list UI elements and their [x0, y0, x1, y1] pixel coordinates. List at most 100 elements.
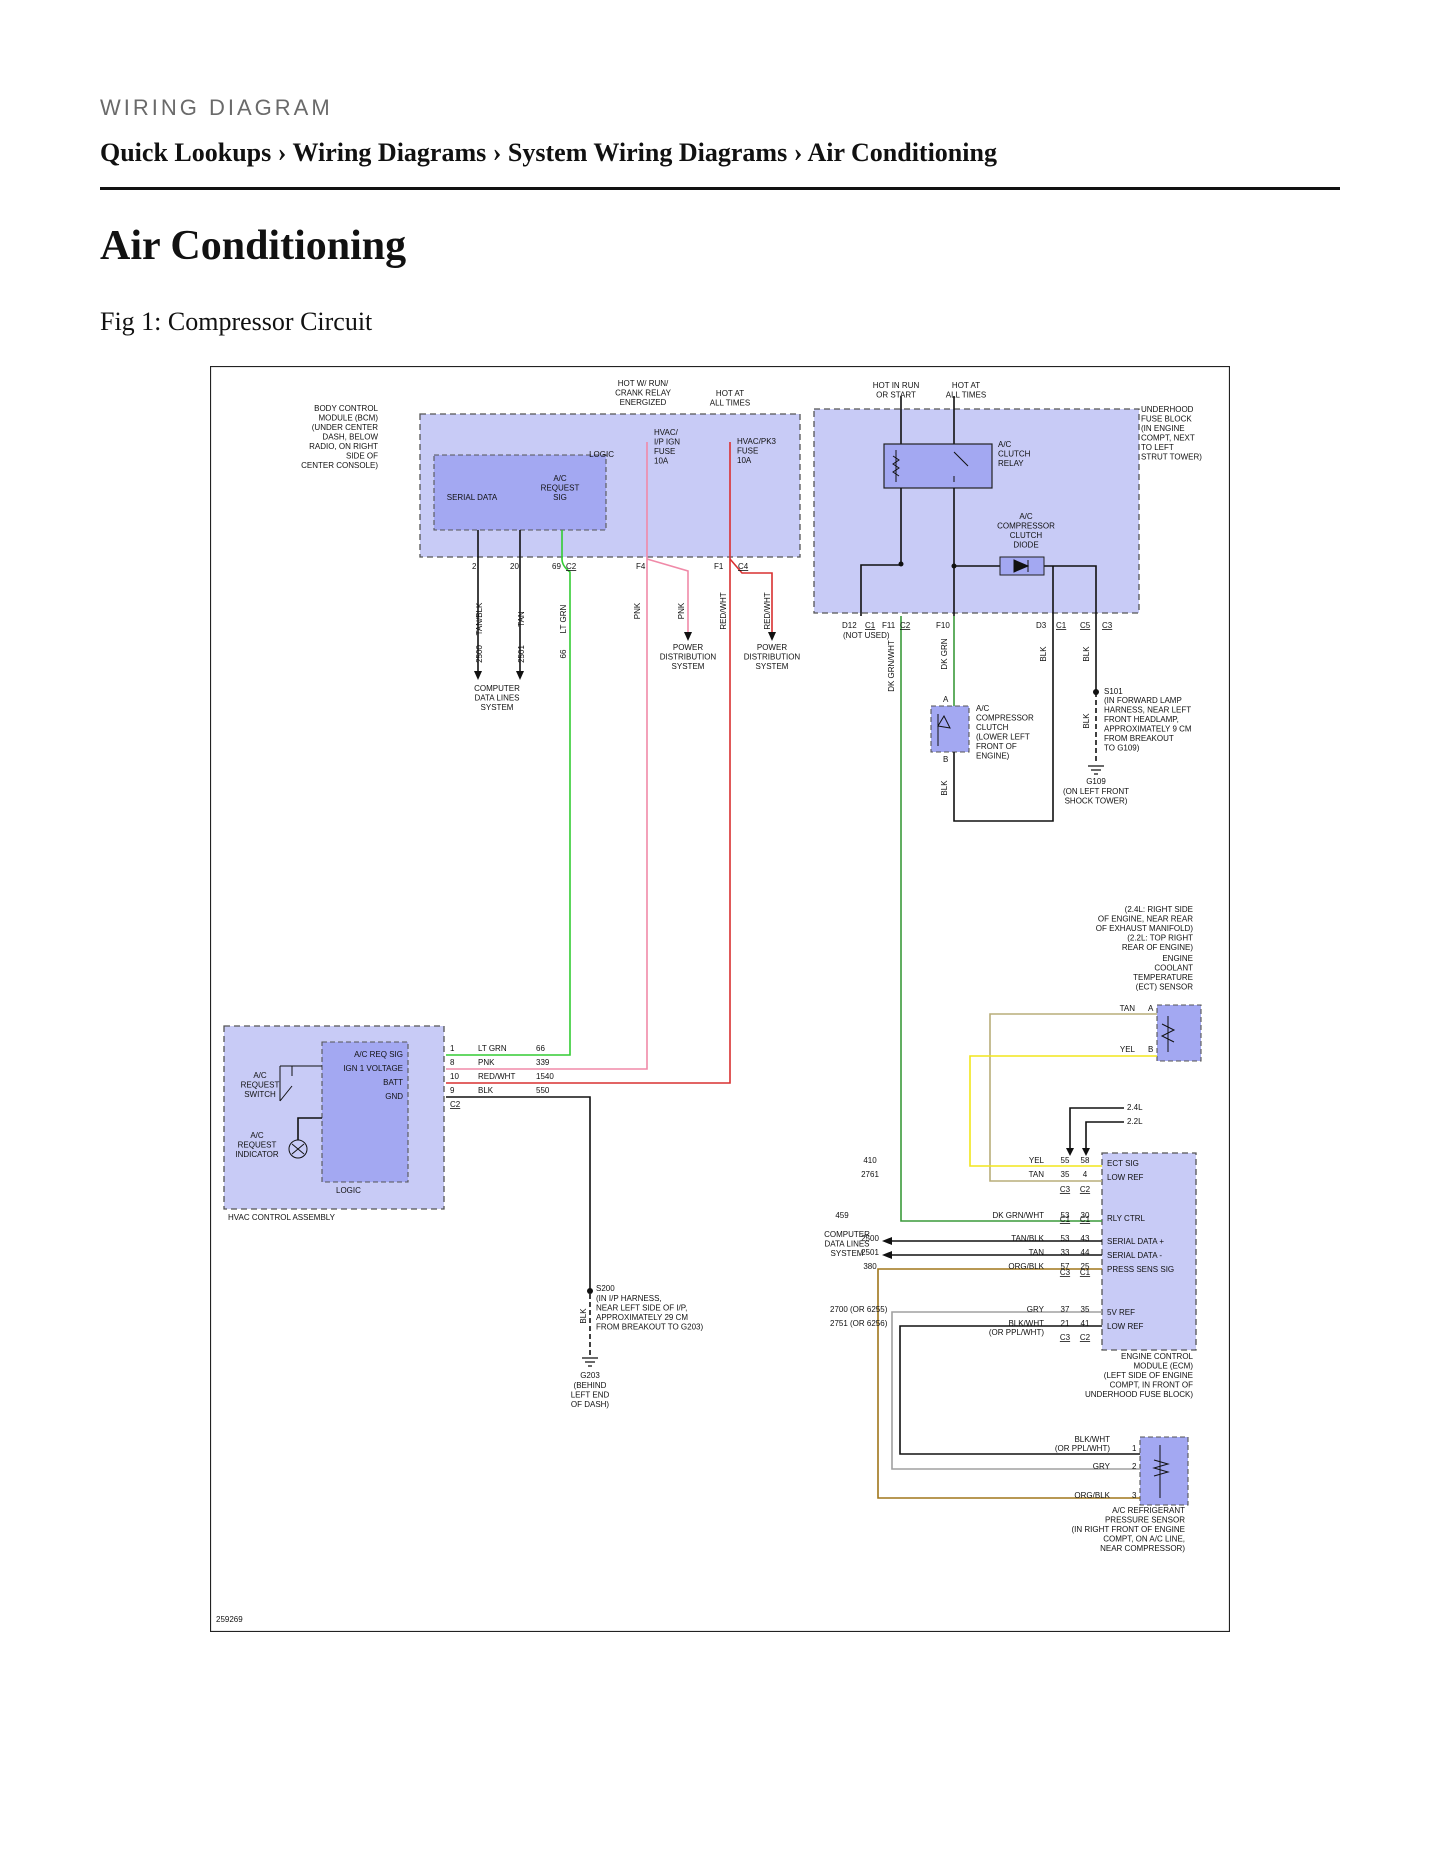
- hvac-signal-label: A/C REQ SIG: [354, 1050, 403, 1059]
- ecm-wire-color-label: BLK/WHT: [1008, 1319, 1044, 1328]
- wire-blk-550: [446, 1096, 591, 1286]
- page-title: Air Conditioning: [100, 223, 407, 269]
- bcm-wire-color-label: TAN: [517, 611, 526, 627]
- ecm-wire-color-label: TAN: [1029, 1248, 1045, 1257]
- bcm-ac-request-sig-label: A/C: [553, 474, 567, 483]
- bcm-ac-request-sig-label: SIG: [553, 493, 567, 502]
- hot-all-times-label: HOT AT: [952, 381, 980, 390]
- ect-pin-b-label: B: [1148, 1045, 1153, 1054]
- s200-label: S200: [596, 1284, 615, 1293]
- s101-desc-label: FRONT HEADLAMP,: [1104, 715, 1179, 724]
- ecm-pin-label: 55: [1061, 1156, 1070, 1165]
- ect-wire-a-label: TAN: [1120, 1004, 1136, 1013]
- underhood-pin-label: D3: [1036, 621, 1047, 630]
- ecm-signal-label: LOW REF: [1107, 1173, 1144, 1182]
- ecm-signal-label: ECT SIG: [1107, 1159, 1139, 1168]
- engine-24l-label: 2.4L: [1127, 1103, 1143, 1112]
- power-distribution-label: POWER: [673, 643, 703, 652]
- ac-clutch-relay-label: A/C: [998, 440, 1012, 449]
- bcm-pin-label: 2: [472, 562, 477, 571]
- indicator-lamp-icon: [291, 1143, 305, 1155]
- wire-diode: [954, 565, 1097, 616]
- wire-dk-grn-wht-label: DK GRN/WHT: [887, 640, 896, 692]
- computer-data-lines-label: SYSTEM: [481, 703, 514, 712]
- ecm-title: COMPT, IN FRONT OF: [1110, 1381, 1194, 1390]
- ecm-title: UNDERHOOD FUSE BLOCK): [1085, 1390, 1193, 1399]
- ecm-pin-label: 44: [1081, 1248, 1090, 1257]
- ect-sensor-box: [1156, 1004, 1202, 1062]
- s101-label: S101: [1104, 687, 1123, 696]
- breadcrumb-system-wiring-diagrams[interactable]: System Wiring Diagrams: [507, 138, 788, 167]
- wire-relay-feed: [900, 396, 955, 444]
- underhood-pin-label: C3: [1102, 621, 1113, 630]
- breadcrumb-separator: ›: [793, 138, 803, 167]
- wire-d12: [860, 564, 901, 616]
- clutch-diode-label: COMPRESSOR: [997, 522, 1055, 531]
- clutch-pin-a-label: A: [943, 695, 949, 704]
- ecm-circuit-label: 380: [863, 1262, 877, 1271]
- fuse-hvac-pk3-label: 10A: [737, 456, 752, 465]
- bcm-pin-label: F1: [714, 562, 724, 571]
- ecm-connector-label: C3: [1060, 1333, 1071, 1342]
- underhood-fuse-block-title: TO LEFT: [1141, 443, 1174, 452]
- hvac-wire-color-label: BLK: [478, 1086, 494, 1095]
- ect-location-label: REAR OF ENGINE): [1122, 943, 1193, 952]
- breadcrumb-separator: ›: [492, 138, 502, 167]
- junction-dot: [951, 563, 957, 569]
- breadcrumb-wiring-diagrams[interactable]: Wiring Diagrams: [292, 138, 487, 167]
- breadcrumb-quick-lookups[interactable]: Quick Lookups: [100, 138, 272, 167]
- ecm-computer-data-lines-label: SYSTEM: [831, 1249, 864, 1258]
- ground-icon: [1088, 765, 1104, 775]
- hvac-pin-label: 1: [450, 1044, 455, 1053]
- diagram-id: 259269: [216, 1615, 243, 1624]
- clutch-pin-b-label: B: [943, 755, 948, 764]
- ecm-pin-label: 33: [1061, 1248, 1070, 1257]
- hvac-circuit-label: 339: [536, 1058, 550, 1067]
- ac-clutch-relay-label: RELAY: [998, 459, 1024, 468]
- ecm-wire-color-label: YEL: [1029, 1156, 1045, 1165]
- g109-desc-label: (ON LEFT FRONT: [1063, 787, 1129, 796]
- pressure-sensor-box: [1139, 1436, 1189, 1506]
- s200-desc-label: NEAR LEFT SIDE OF I/P,: [596, 1304, 687, 1313]
- breadcrumb-air-conditioning[interactable]: Air Conditioning: [807, 138, 997, 167]
- hvac-circuit-label: 66: [536, 1044, 545, 1053]
- bcm-pin-label: 20: [510, 562, 519, 571]
- fuse-hvac-ip-ign-label: HVAC/: [654, 428, 679, 437]
- arrow-icon: [516, 671, 524, 680]
- ect-location-label: OF ENGINE, NEAR REAR: [1098, 915, 1193, 924]
- bcm-serial-data-label: SERIAL DATA: [447, 493, 498, 502]
- bcm-title: CENTER CONSOLE): [301, 461, 378, 470]
- bcm-wire-color-label: PNK: [633, 602, 642, 619]
- ecm-connector-label: C3: [1060, 1268, 1071, 1277]
- bcm-wire-color-label: RED/WHT: [719, 592, 728, 629]
- section-label: WIRING DIAGRAM: [100, 95, 333, 120]
- ect-location-label: OF EXHAUST MANIFOLD): [1096, 924, 1194, 933]
- wire-blk-label: BLK: [1039, 646, 1048, 662]
- pressure-sensor-icon: [1152, 1445, 1170, 1498]
- bcm-wire-color-label: RED/WHT: [763, 592, 772, 629]
- ecm-signal-label: SERIAL DATA +: [1107, 1237, 1164, 1246]
- underhood-fuse-block-title: (IN ENGINE: [1141, 424, 1185, 433]
- power-distribution-label: POWER: [757, 643, 787, 652]
- fuse-hvac-ip-ign-label: I/P IGN: [654, 438, 680, 447]
- ecm-pin-label: 35: [1081, 1305, 1090, 1314]
- ecm-circuit-label: 2700 (OR 6255): [830, 1305, 888, 1314]
- clutch-diode-label: A/C: [1019, 512, 1033, 521]
- power-distribution-label: SYSTEM: [672, 662, 705, 671]
- ecm-circuit-label: 2500: [861, 1234, 879, 1243]
- bcm-title: (UNDER CENTER: [312, 423, 378, 432]
- g203-desc-label: LEFT END: [571, 1391, 610, 1400]
- underhood-pin-label: C5: [1080, 621, 1091, 630]
- bcm-ac-request-sig-label: REQUEST: [541, 484, 580, 493]
- compressor-clutch-label: CLUTCH: [976, 723, 1009, 732]
- relay-coil-icon: [892, 450, 900, 482]
- ecm-wire-color-label: ORG/BLK: [1008, 1262, 1044, 1271]
- junction-dot: [898, 561, 904, 567]
- computer-data-lines-label: DATA LINES: [474, 694, 519, 703]
- fuse-hvac-ip-ign-label: FUSE: [654, 447, 675, 456]
- compressor-clutch-label: (LOWER LEFT: [976, 733, 1030, 742]
- bcm-wire-color-label: PNK: [677, 602, 686, 619]
- wire-dk-grn-wht-459: [900, 616, 1102, 1222]
- s101-desc-label: FROM BREAKOUT: [1104, 734, 1174, 743]
